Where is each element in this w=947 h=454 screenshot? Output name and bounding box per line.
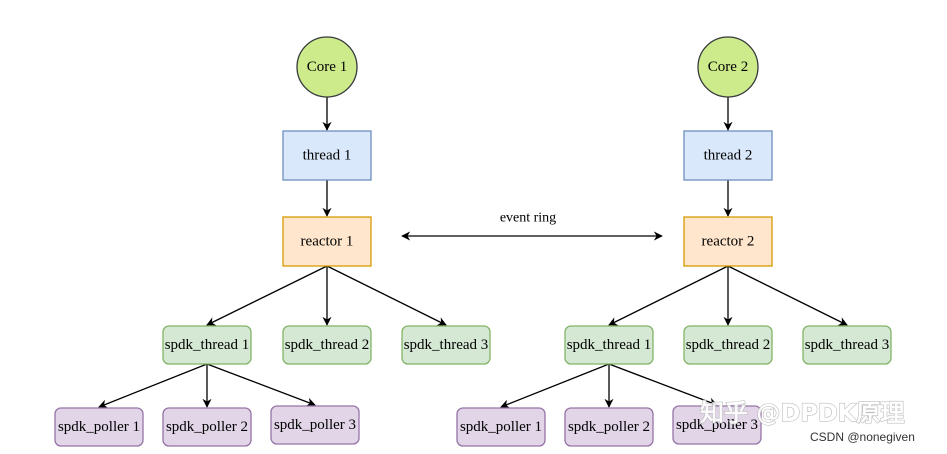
node-label: thread 2 bbox=[704, 148, 753, 164]
nodes-layer: Core 1 thread 1 reactor 1 spdk_thread 1 spdk… bbox=[54, 36, 892, 447]
spdk-poller-box bbox=[672, 405, 762, 445]
node-label: spdk_poller 1 bbox=[58, 419, 140, 435]
node-p2-3: spdk_poller 3 bbox=[672, 405, 762, 445]
node-label: spdk_thread 1 bbox=[165, 337, 250, 353]
node-st2-2: spdk_thread 2 bbox=[683, 325, 773, 365]
spdk-thread-box bbox=[564, 325, 654, 365]
edge-st1-1-to-p1-1 bbox=[98, 363, 208, 409]
node-p2-1: spdk_poller 1 bbox=[456, 407, 546, 447]
spdk-poller-box bbox=[54, 407, 144, 447]
thread-box bbox=[683, 130, 773, 181]
node-label: thread 1 bbox=[303, 148, 352, 164]
node-thread2: thread 2 bbox=[683, 130, 773, 181]
node-label: spdk_poller 1 bbox=[460, 419, 542, 435]
reactor-box bbox=[683, 216, 773, 267]
node-st1-2: spdk_thread 2 bbox=[282, 325, 372, 365]
node-label: spdk_poller 3 bbox=[274, 417, 356, 433]
node-label: spdk_thread 2 bbox=[686, 337, 771, 353]
node-st2-3: spdk_thread 3 bbox=[802, 325, 892, 365]
node-p1-2: spdk_poller 2 bbox=[162, 407, 252, 447]
node-st2-1: spdk_thread 1 bbox=[564, 325, 654, 365]
node-p1-1: spdk_poller 1 bbox=[54, 407, 144, 447]
spdk-thread-box bbox=[282, 325, 372, 365]
node-p1-3: spdk_poller 3 bbox=[270, 405, 360, 445]
watermark-csdn: CSDN @nonegiven bbox=[810, 430, 915, 444]
watermark: 知乎 @DPDK原理 CSDN @nonegiven bbox=[699, 398, 915, 444]
core-circle bbox=[296, 36, 358, 98]
node-label: Core 2 bbox=[708, 59, 748, 75]
spdk-thread-box bbox=[401, 325, 491, 365]
edge-reactor1-to-st1-3 bbox=[326, 265, 447, 326]
spdk-thread-box bbox=[802, 325, 892, 365]
node-p2-2: spdk_poller 2 bbox=[564, 407, 654, 447]
node-st1-3: spdk_thread 3 bbox=[401, 325, 491, 365]
edge-st2-1-to-p2-1 bbox=[500, 363, 610, 409]
node-label: spdk_thread 3 bbox=[404, 337, 489, 353]
edge-st1-1-to-p1-3 bbox=[206, 363, 316, 407]
edge-reactor2-to-st2-1 bbox=[608, 265, 729, 326]
node-label: spdk_poller 2 bbox=[568, 419, 650, 435]
spdk-poller-box bbox=[564, 407, 654, 447]
node-thread1: thread 1 bbox=[282, 130, 372, 181]
node-core1: Core 1 bbox=[296, 36, 358, 98]
reactor-box bbox=[282, 216, 372, 267]
node-label: spdk_thread 3 bbox=[805, 337, 890, 353]
node-label: spdk_poller 2 bbox=[166, 419, 248, 435]
edge-reactor2-to-st2-3 bbox=[727, 265, 848, 326]
node-label: spdk_thread 1 bbox=[567, 337, 652, 353]
thread-box bbox=[282, 130, 372, 181]
edges-layer bbox=[98, 97, 848, 409]
watermark-zhihu: 知乎 @DPDK原理 bbox=[700, 399, 904, 427]
node-st1-1: spdk_thread 1 bbox=[162, 325, 252, 365]
event-ring-label: event ring bbox=[500, 211, 556, 226]
node-label: spdk_poller 3 bbox=[676, 417, 758, 433]
node-label: Core 1 bbox=[307, 59, 347, 75]
spdk-poller-box bbox=[456, 407, 546, 447]
node-reactor1: reactor 1 bbox=[282, 216, 372, 267]
node-reactor2: reactor 2 bbox=[683, 216, 773, 267]
node-label: spdk_thread 2 bbox=[285, 337, 370, 353]
edge-reactor1-to-st1-1 bbox=[206, 265, 328, 326]
spdk-thread-box bbox=[162, 325, 252, 365]
node-core2: Core 2 bbox=[697, 36, 759, 98]
spdk-poller-box bbox=[162, 407, 252, 447]
edge-st2-1-to-p2-3 bbox=[608, 363, 718, 407]
spdk-thread-box bbox=[683, 325, 773, 365]
node-label: reactor 1 bbox=[301, 234, 354, 250]
event-ring-link: event ring bbox=[401, 211, 663, 241]
core-circle bbox=[697, 36, 759, 98]
node-label: reactor 2 bbox=[702, 234, 755, 250]
spdk-poller-box bbox=[270, 405, 360, 445]
